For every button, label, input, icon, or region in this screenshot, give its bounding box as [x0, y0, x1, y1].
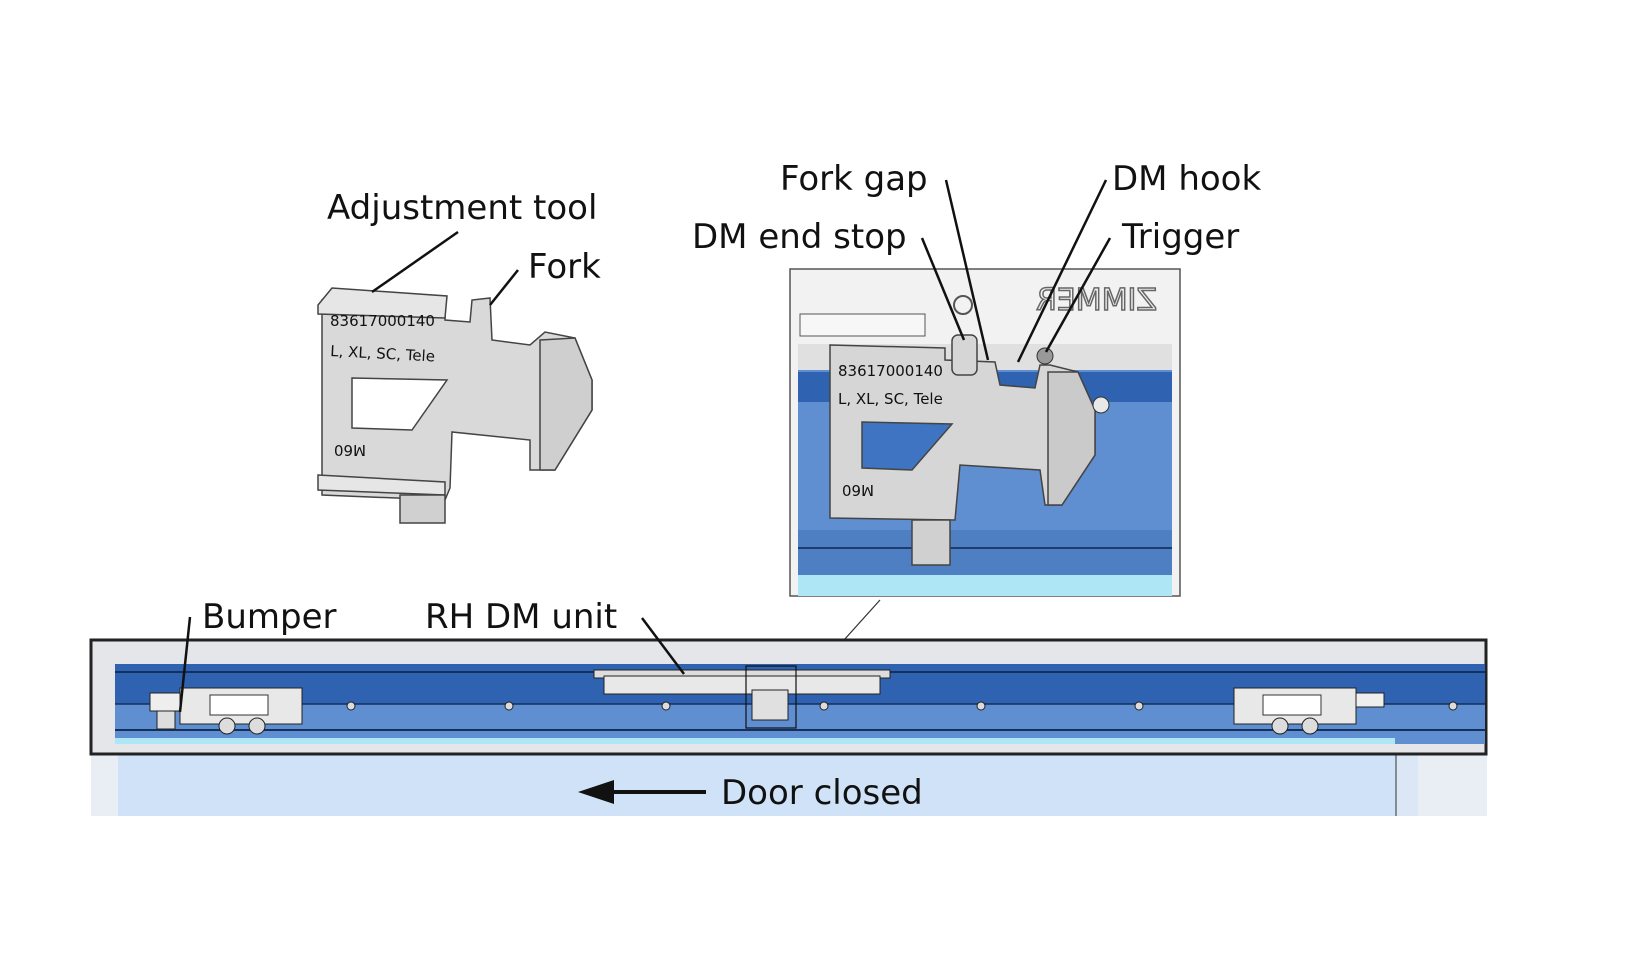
left-carriage [179, 687, 303, 735]
rh-dm-unit [593, 665, 891, 729]
inset-part-number: 83617000140 [838, 362, 943, 380]
label-door-closed: Door closed [721, 773, 923, 813]
leader-rh-dm-unit [641, 617, 685, 675]
leader-fork [489, 269, 519, 306]
leader-adjustment-tool [371, 230, 459, 294]
label-fork-gap: Fork gap [780, 159, 928, 199]
label-bumper: Bumper [202, 597, 336, 637]
tool-models-text: L, XL, SC, Tele [330, 342, 436, 365]
door-closed-arrow [578, 780, 706, 804]
leader-trigger [1044, 237, 1112, 353]
label-adjustment-tool: Adjustment tool [327, 188, 597, 228]
adjustment-tool-illustration: 83617000140 L, XL, SC, Tele M60 [317, 287, 593, 524]
detail-inset: ZIMMER 83617000140 L, XL, SC, Tele M60 [789, 268, 1181, 597]
leader-dm-end-stop [920, 237, 966, 341]
inset-models-text: L, XL, SC, Tele [838, 390, 943, 408]
label-dm-end-stop: DM end stop [692, 217, 907, 257]
label-rh-dm-unit: RH DM unit [425, 597, 617, 637]
right-carriage [1233, 687, 1385, 735]
track-screws [346, 701, 1458, 711]
inset-code-text: M60 [842, 481, 874, 499]
label-fork: Fork [528, 247, 601, 287]
leader-fork-gap [944, 179, 990, 361]
leader-dm-hook [1016, 179, 1108, 363]
leader-bumper [178, 616, 192, 713]
label-dm-hook: DM hook [1112, 159, 1261, 199]
track-assembly [89, 638, 1488, 816]
bumper [149, 692, 181, 730]
zimmer-brand-mark: ZIMMER [1036, 283, 1157, 318]
tool-code-text: M60 [334, 441, 366, 459]
label-trigger: Trigger [1121, 217, 1239, 257]
tool-part-number: 83617000140 [330, 312, 435, 330]
